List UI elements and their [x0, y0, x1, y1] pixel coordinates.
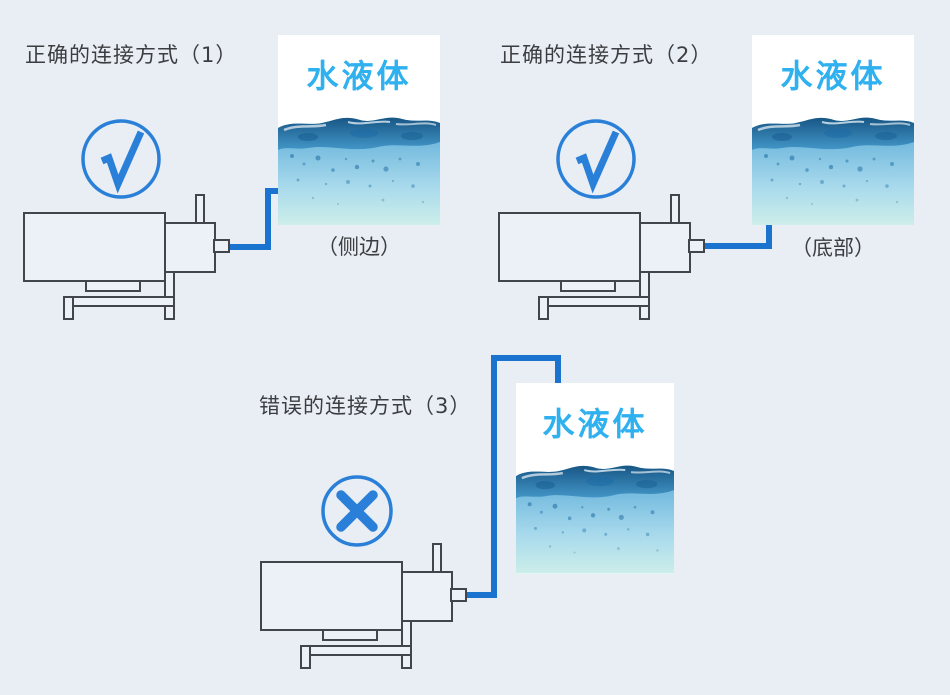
pump-right-leg	[401, 620, 412, 669]
connection-label-bottom: （底部）	[791, 236, 875, 260]
pump-motor	[498, 212, 641, 282]
pump-right-leg	[639, 271, 650, 320]
connection-label-side: （侧边）	[317, 235, 401, 259]
pipe-bottom-connection	[704, 222, 772, 249]
cross-icon	[321, 475, 393, 547]
pump-right-leg	[164, 271, 175, 320]
section-1-title: 正确的连接方式（1）	[25, 43, 238, 67]
pump-base-plate	[85, 280, 141, 292]
pump-outlet-nozzle	[213, 239, 230, 253]
water-image	[516, 460, 674, 574]
pump-head	[401, 571, 453, 622]
pipe-top-connection	[465, 355, 561, 598]
pump-inlet-stub	[195, 194, 205, 224]
water-image	[752, 112, 914, 225]
water-image	[278, 112, 440, 225]
pump-head	[164, 222, 216, 273]
pump-1	[23, 194, 230, 320]
pump-outlet-nozzle	[450, 588, 467, 602]
check-icon	[556, 119, 636, 199]
section-2-title: 正确的连接方式（2）	[500, 43, 713, 67]
water-tank-3: 水液体	[516, 383, 674, 574]
pump-3	[260, 543, 467, 669]
pump-left-leg	[538, 296, 549, 320]
pump-stand-bar	[300, 645, 412, 656]
tank-label: 水液体	[306, 56, 412, 95]
pump-stand-bar	[538, 296, 650, 307]
pump-2	[498, 194, 705, 320]
pump-stand-bar	[63, 296, 175, 307]
pump-base-plate	[322, 629, 378, 641]
pump-motor	[23, 212, 166, 282]
pump-inlet-stub	[432, 543, 442, 573]
tank-label: 水液体	[542, 404, 648, 443]
pump-base-plate	[560, 280, 616, 292]
check-icon	[81, 119, 161, 199]
pump-inlet-stub	[670, 194, 680, 224]
tank-label: 水液体	[780, 56, 886, 95]
pump-left-leg	[300, 645, 311, 669]
pump-outlet-nozzle	[688, 239, 705, 253]
water-tank-2: 水液体	[752, 35, 914, 225]
section-3-title: 错误的连接方式（3）	[259, 394, 472, 418]
pump-left-leg	[63, 296, 74, 320]
water-tank-1: 水液体	[278, 35, 440, 225]
pump-head	[639, 222, 691, 273]
pipe-side-connection	[229, 188, 284, 250]
pump-motor	[260, 561, 403, 631]
